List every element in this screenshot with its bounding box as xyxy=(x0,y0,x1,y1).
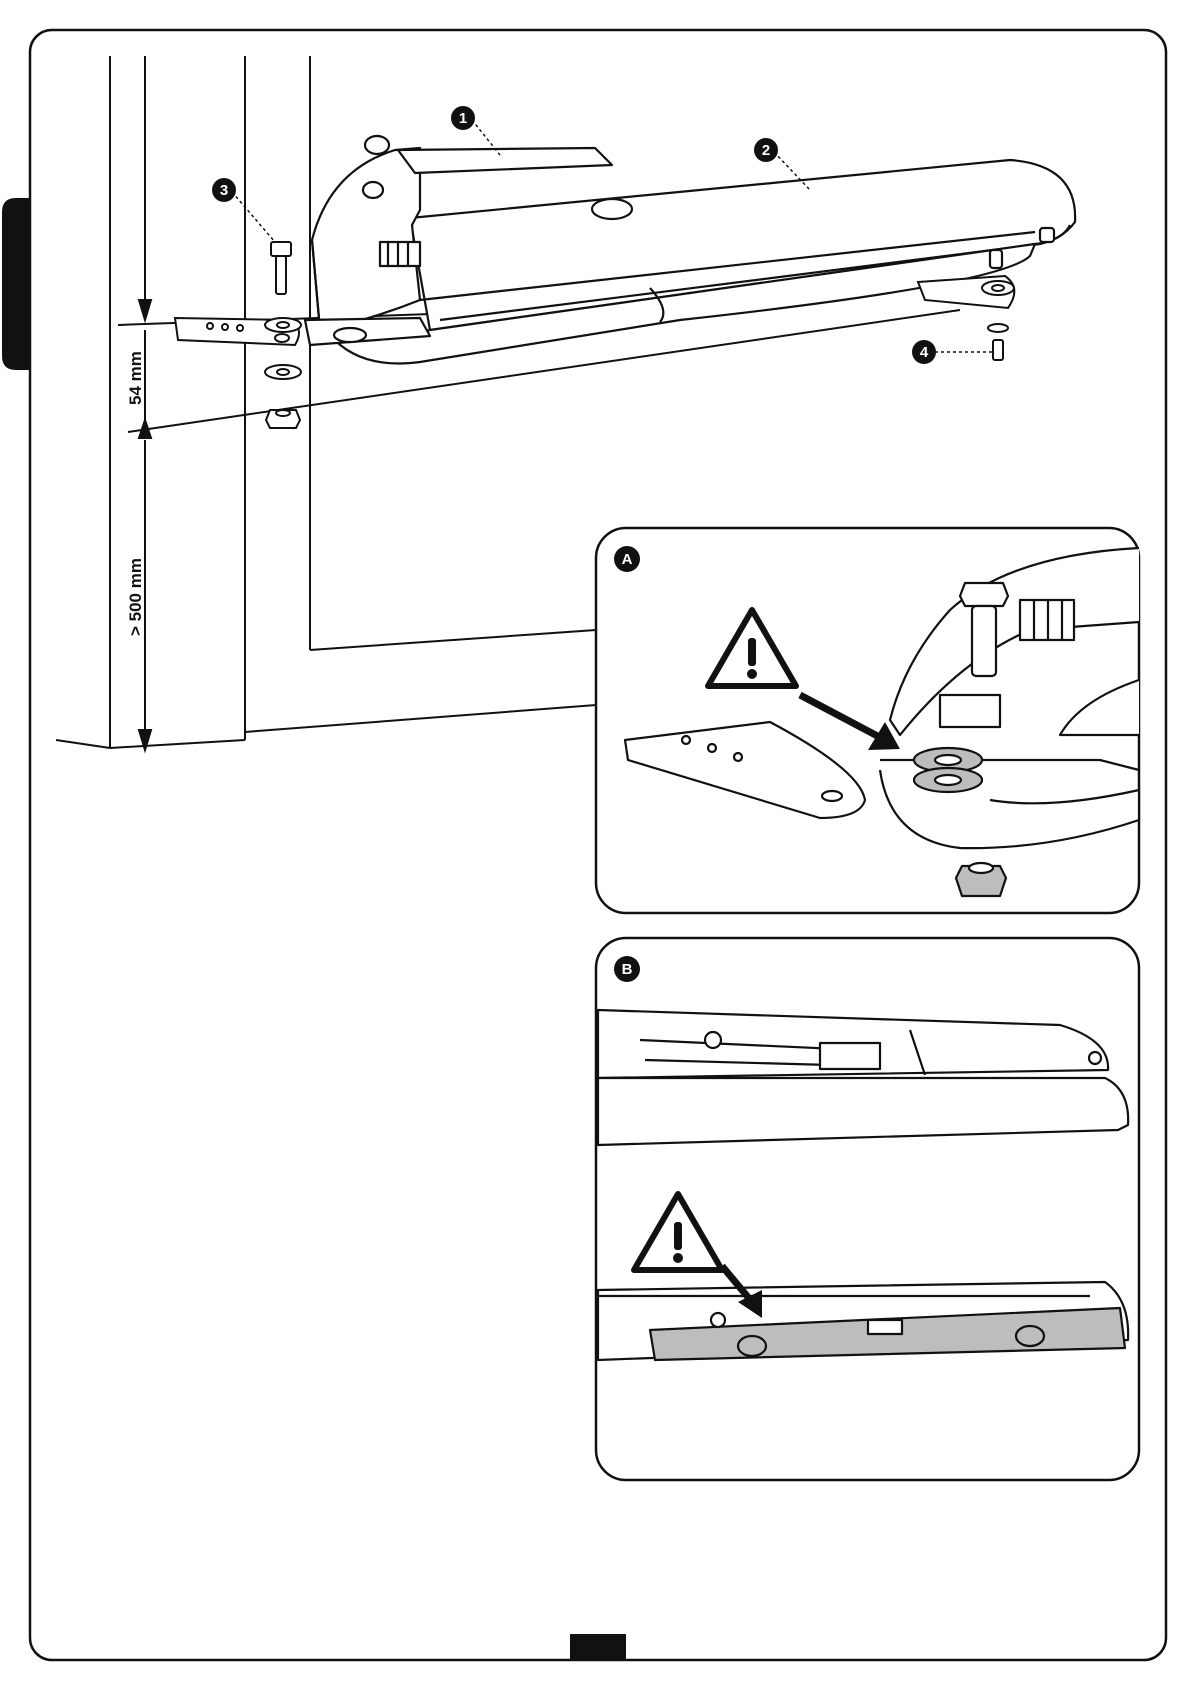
callout-4-label: 4 xyxy=(920,344,929,361)
callout-3: 3 xyxy=(212,178,236,202)
callout-4: 4 xyxy=(912,340,936,364)
inset-b: B xyxy=(596,938,1139,1480)
dimension-500mm: > 500 mm xyxy=(126,558,145,636)
callout-2: 2 xyxy=(754,138,778,162)
inset-b-label: B xyxy=(622,961,633,978)
callout-1: 1 xyxy=(451,106,475,130)
section-tab xyxy=(2,198,30,370)
motor-unit xyxy=(305,136,1075,363)
callout-1-label: 1 xyxy=(459,110,467,127)
inset-a-label: A xyxy=(622,551,633,568)
hinge-plate-left xyxy=(175,318,301,428)
callout-3-label: 3 xyxy=(220,182,228,199)
page-number-box xyxy=(570,1634,626,1660)
bolt-3 xyxy=(271,242,291,294)
callout-2-label: 2 xyxy=(762,142,770,159)
dimension-54mm: 54 mm xyxy=(126,351,145,405)
inset-a: A xyxy=(596,528,1139,913)
